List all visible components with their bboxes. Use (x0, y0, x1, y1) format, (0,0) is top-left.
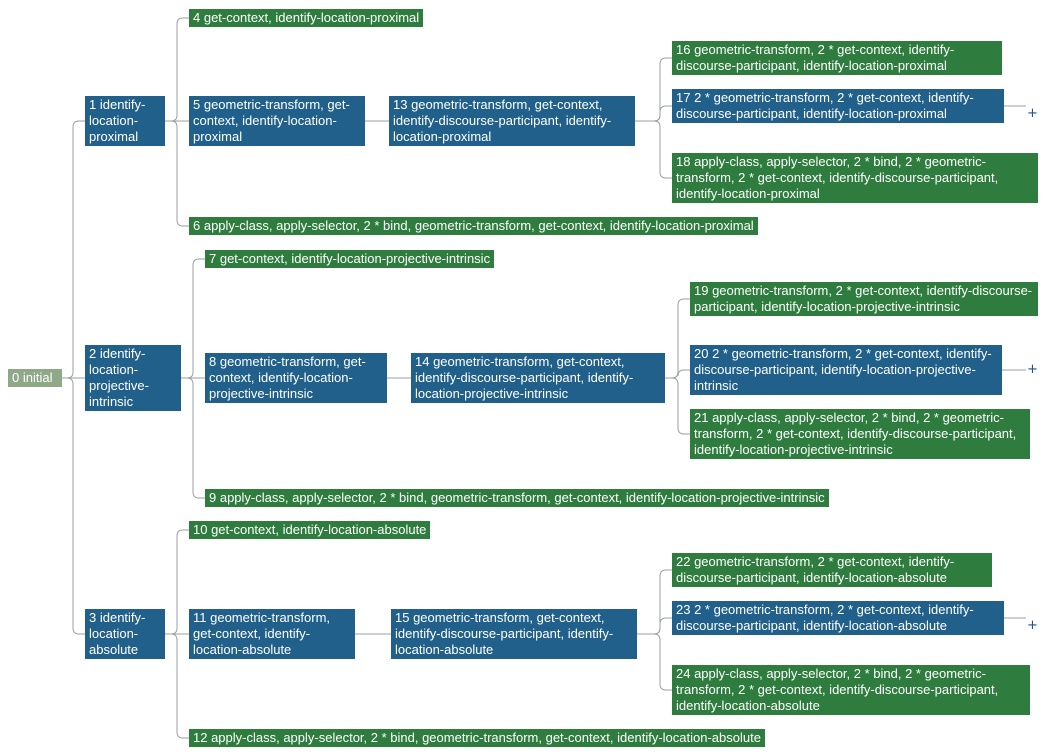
node-19[interactable]: 19 geometric-transform, 2 * get-context,… (690, 282, 1038, 316)
edge-14-20 (665, 369, 690, 379)
node-1[interactable]: 1 identify-location-proximal (85, 96, 165, 146)
node-8[interactable]: 8 geometric-transform, get-context, iden… (205, 353, 387, 403)
edge-2-9 (181, 377, 205, 499)
node-6[interactable]: 6 apply-class, apply-selector, 2 * bind,… (189, 217, 758, 235)
node-2[interactable]: 2 identify-location-projective-intrinsic (85, 345, 181, 411)
edge-0-3 (62, 377, 85, 635)
edge-14-19 (665, 298, 690, 379)
edge-0-1 (62, 120, 85, 379)
edge-1-6 (165, 120, 189, 227)
node-5[interactable]: 5 geometric-transform, get-context, iden… (189, 96, 365, 146)
node-21[interactable]: 21 apply-class, apply-selector, 2 * bind… (690, 409, 1030, 459)
edge-13-18 (635, 120, 672, 179)
node-0[interactable]: 0 initial (8, 369, 62, 387)
edge-1-4 (165, 17, 189, 122)
expand-node-17-icon[interactable]: + (1027, 106, 1038, 121)
edge-2-7 (181, 258, 205, 379)
node-4[interactable]: 4 get-context, identify-location-proxima… (189, 9, 424, 27)
node-11[interactable]: 11 geometric-transform, get-context, ide… (189, 609, 355, 659)
expand-node-23-icon[interactable]: + (1027, 618, 1038, 633)
node-13[interactable]: 13 geometric-transform, get-context, ide… (389, 96, 635, 146)
node-9[interactable]: 9 apply-class, apply-selector, 2 * bind,… (205, 489, 829, 507)
node-3[interactable]: 3 identify-location-absolute (85, 609, 165, 659)
node-17[interactable]: 17 2 * geometric-transform, 2 * get-cont… (672, 89, 1004, 123)
node-23[interactable]: 23 2 * geometric-transform, 2 * get-cont… (672, 601, 1004, 635)
node-15[interactable]: 15 geometric-transform, get-context, ide… (391, 609, 637, 659)
node-18[interactable]: 18 apply-class, apply-selector, 2 * bind… (672, 153, 1038, 203)
edge-15-22 (637, 569, 672, 635)
edge-15-23 (637, 617, 672, 635)
node-22[interactable]: 22 geometric-transform, 2 * get-context,… (672, 553, 992, 587)
node-12[interactable]: 12 apply-class, apply-selector, 2 * bind… (189, 729, 765, 747)
node-14[interactable]: 14 geometric-transform, get-context, ide… (411, 353, 665, 403)
node-24[interactable]: 24 apply-class, apply-selector, 2 * bind… (672, 665, 1030, 715)
node-16[interactable]: 16 geometric-transform, 2 * get-context,… (672, 41, 1002, 75)
expand-node-20-icon[interactable]: + (1027, 362, 1038, 377)
node-7[interactable]: 7 get-context, identify-location-project… (205, 250, 495, 268)
edge-15-24 (637, 633, 672, 691)
edge-3-10 (165, 529, 189, 635)
edge-14-21 (665, 377, 690, 435)
node-10[interactable]: 10 get-context, identify-location-absolu… (189, 521, 431, 539)
edge-13-17 (635, 105, 672, 122)
node-20[interactable]: 20 2 * geometric-transform, 2 * get-cont… (690, 345, 1002, 395)
edge-13-16 (635, 57, 672, 122)
edge-3-12 (165, 633, 189, 739)
